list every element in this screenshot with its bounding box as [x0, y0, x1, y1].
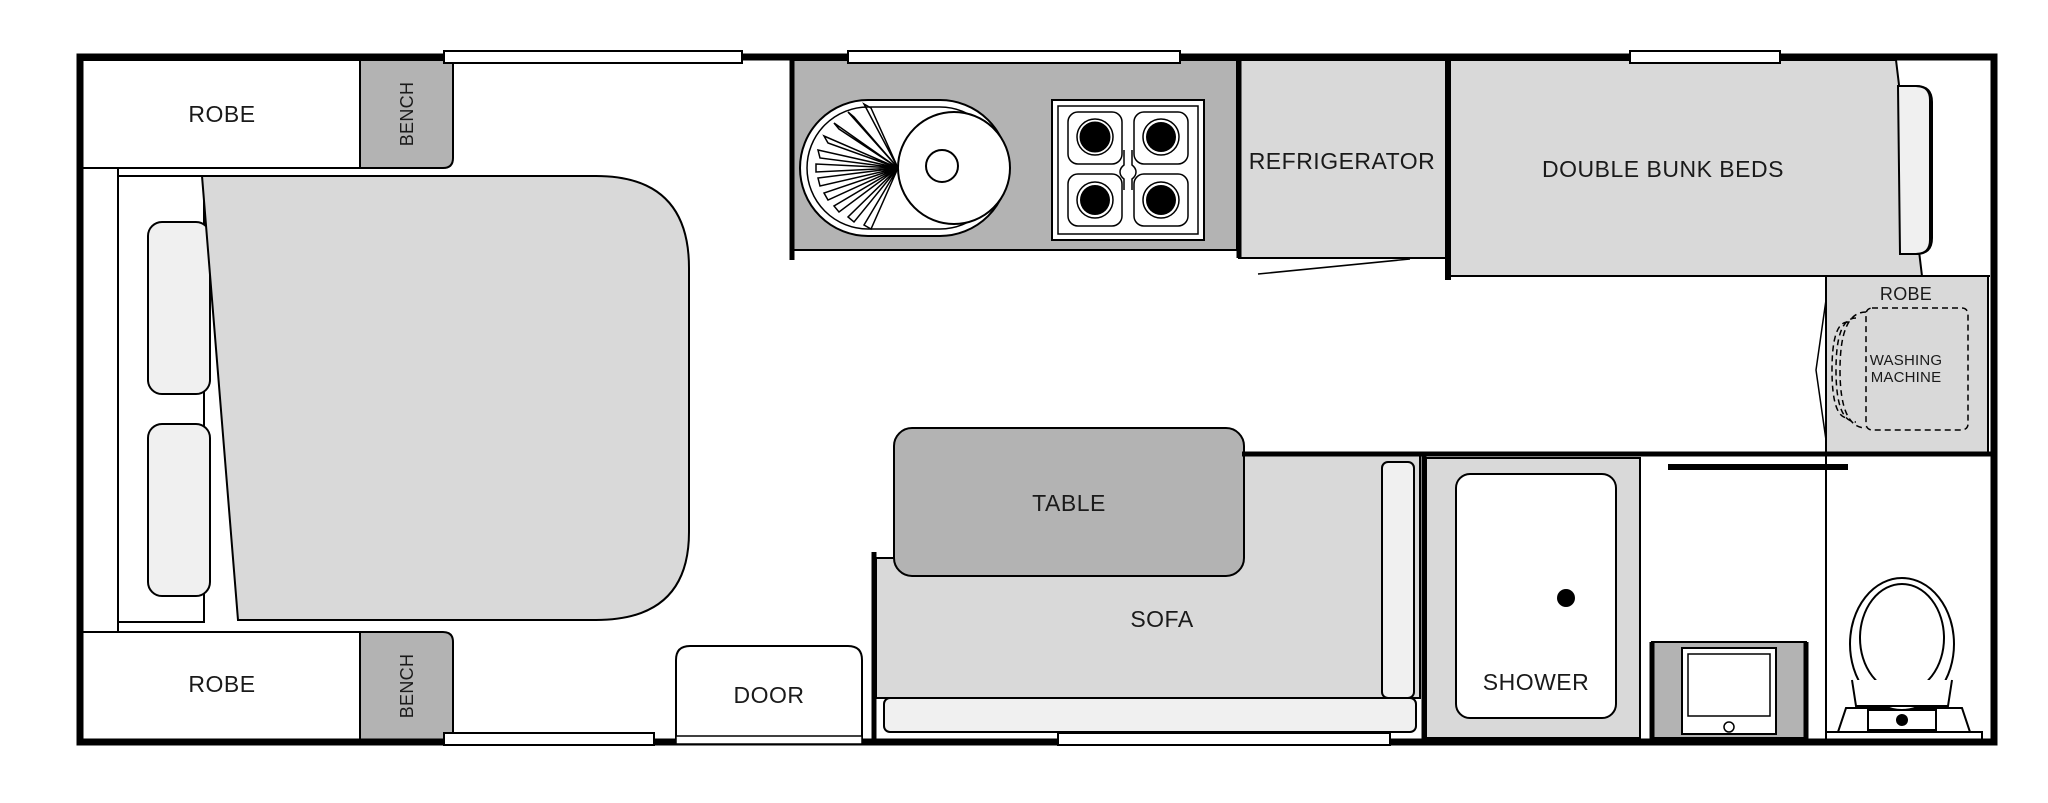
robe-right-label: ROBE — [1880, 284, 1932, 304]
vanity-tap — [1723, 721, 1735, 733]
door — [675, 645, 863, 741]
bench-bottom — [359, 631, 454, 741]
window-top-1 — [443, 50, 743, 64]
sink-drain — [925, 149, 959, 183]
bench-top-label: BENCH — [397, 82, 417, 147]
refrigerator-door-swing — [1257, 258, 1411, 275]
robe-top — [81, 59, 361, 169]
cooktop-inner — [1057, 105, 1199, 235]
drainer-ribs — [815, 102, 899, 231]
robe-bottom-label: ROBE — [188, 671, 255, 697]
door-label: DOOR — [734, 682, 805, 708]
bench-bottom-label: BENCH — [397, 654, 417, 719]
robe-top-label: ROBE — [188, 101, 255, 127]
window-top-3 — [1629, 50, 1781, 64]
bunk-pillow — [1896, 85, 1931, 255]
toilet — [1825, 577, 1983, 745]
washing-machine-label-2: MACHINE — [1871, 369, 1942, 386]
washing-machine-door — [1839, 311, 1867, 429]
bench-top — [359, 59, 454, 169]
table — [893, 427, 1245, 577]
window-top-2 — [847, 50, 1181, 64]
table-label: TABLE — [1032, 490, 1106, 516]
burner-4 — [1146, 185, 1176, 215]
washing-machine-label-1: WASHING — [1870, 352, 1943, 369]
refrigerator — [1238, 59, 1448, 259]
shower — [1455, 473, 1617, 719]
window-bottom-1 — [443, 732, 655, 746]
burner-3 — [1080, 185, 1110, 215]
robe-right — [1825, 275, 1989, 455]
pillow-bottom — [147, 423, 211, 597]
window-bottom-2 — [1057, 732, 1391, 746]
robe-right-door — [1815, 299, 1827, 441]
bed-headboard — [81, 167, 119, 633]
burner-2 — [1146, 122, 1176, 152]
burner-1 — [1079, 121, 1111, 153]
shower-label: SHOWER — [1483, 669, 1590, 695]
shower-drain — [1557, 589, 1575, 607]
double-bunk-beds-label: DOUBLE BUNK BEDS — [1542, 156, 1784, 182]
vanity-basin-inner — [1687, 653, 1771, 717]
washing-machine — [1865, 307, 1969, 431]
refrigerator-label: REFRIGERATOR — [1249, 148, 1436, 174]
sofa-back-side — [1381, 461, 1415, 699]
sofa-back-front — [883, 697, 1417, 733]
sofa-label: SOFA — [1130, 606, 1194, 632]
bed-mattress — [200, 175, 690, 621]
cooktop-trivet — [1119, 150, 1137, 190]
pillow-top — [147, 221, 211, 395]
door-threshold — [675, 735, 863, 745]
